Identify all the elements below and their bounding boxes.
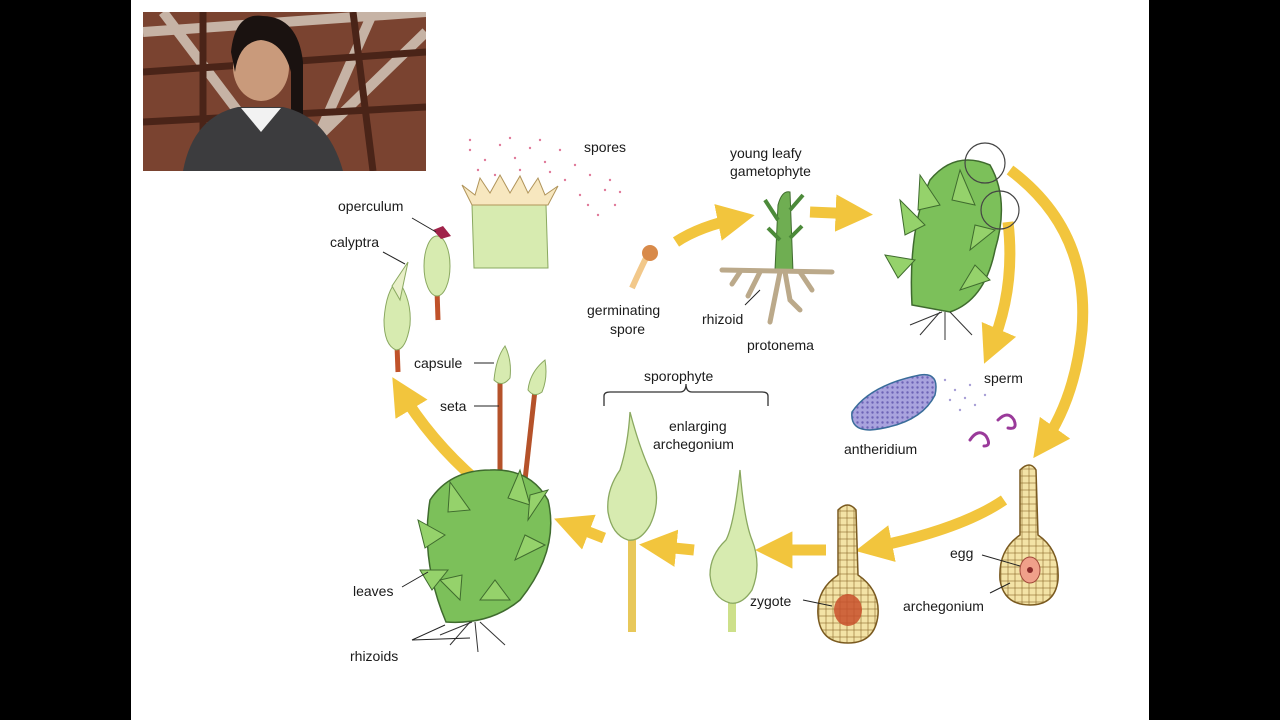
mature-sporophyte-plant-icon bbox=[417, 345, 552, 653]
label-enlarging: enlarging bbox=[669, 418, 727, 434]
enlarging-archegonium-icon bbox=[709, 469, 758, 632]
label-egg: egg bbox=[950, 545, 973, 561]
zygote-archegonium-icon bbox=[817, 504, 879, 644]
label-seta: seta bbox=[440, 398, 467, 414]
label-rhizoid: rhizoid bbox=[702, 311, 743, 327]
sporophyte-bracket bbox=[603, 383, 769, 406]
label-archegonium-enlarging: archegonium bbox=[653, 436, 734, 452]
capsule-with-calyptra-icon bbox=[383, 261, 411, 373]
germinating-spore-icon bbox=[629, 245, 658, 290]
label-spore: spore bbox=[610, 321, 645, 337]
label-germinating: germinating bbox=[587, 302, 660, 318]
young-sporophyte-icon bbox=[607, 411, 658, 632]
sperm-icon bbox=[968, 413, 1017, 448]
webcam-video-overlay bbox=[143, 12, 426, 171]
label-sperm: sperm bbox=[984, 370, 1023, 386]
label-rhizoids: rhizoids bbox=[350, 648, 398, 664]
label-leaves: leaves bbox=[353, 583, 393, 599]
young-gametophyte-icon bbox=[719, 191, 835, 325]
archegonium-icon bbox=[999, 464, 1059, 606]
label-antheridium: antheridium bbox=[844, 441, 917, 457]
diagram-labels: spores young leafy gametophyte operculum… bbox=[330, 139, 1023, 664]
cycle-arrows bbox=[392, 165, 1089, 569]
label-operculum: operculum bbox=[338, 198, 403, 214]
mature-gametophyte-icon bbox=[884, 142, 1020, 340]
antheridium-icon bbox=[851, 373, 937, 431]
label-archegonium: archegonium bbox=[903, 598, 984, 614]
label-calyptra: calyptra bbox=[330, 234, 379, 250]
label-protonema: protonema bbox=[747, 337, 814, 353]
label-sporophyte: sporophyte bbox=[644, 368, 713, 384]
label-zygote: zygote bbox=[750, 593, 791, 609]
label-young-leafy: young leafy bbox=[730, 145, 802, 161]
label-gametophyte: gametophyte bbox=[730, 163, 811, 179]
open-capsule-icon bbox=[461, 173, 559, 269]
spore-cloud bbox=[468, 136, 622, 217]
label-spores: spores bbox=[584, 139, 626, 155]
label-capsule: capsule bbox=[414, 355, 462, 371]
capsule-with-operculum-icon bbox=[423, 226, 451, 321]
